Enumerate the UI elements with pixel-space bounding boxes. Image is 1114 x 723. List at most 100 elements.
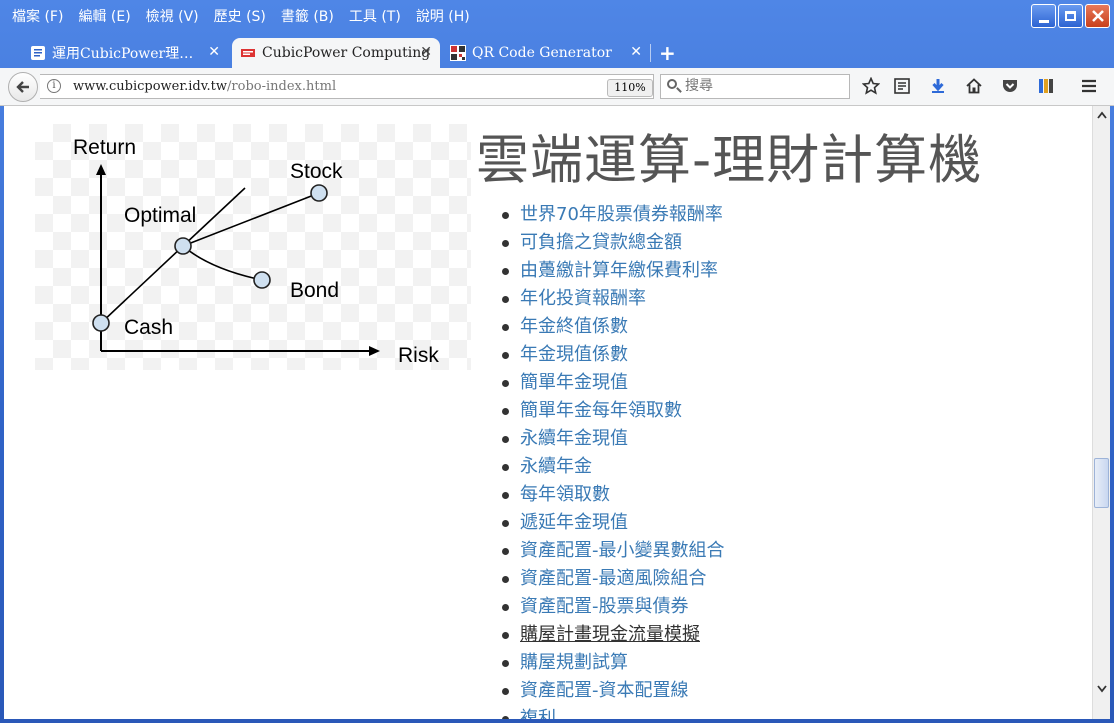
list-item: 年金現值係數 [500,341,725,369]
tab-separator [650,44,651,62]
optimal-label: Optimal [124,204,196,227]
stock-curve [182,192,320,247]
vertical-scrollbar[interactable] [1092,106,1110,719]
list-item: 年化投資報酬率 [500,285,725,313]
menu-help[interactable]: 說明 (H) [415,9,470,25]
optimal-point [174,237,192,255]
calculator-link[interactable]: 遞延年金現值 [520,512,628,533]
arrow-left-icon [16,81,29,93]
tab-close-icon[interactable]: ✕ [630,44,642,60]
document-icon [31,46,45,60]
hamburger-menu-icon[interactable] [1080,77,1098,95]
calculator-link[interactable]: 購屋規劃試算 [520,652,628,673]
navigation-toolbar: i www.cubicpower.idv.tw/robo-index.html … [0,68,1114,106]
return-axis-arrow [96,164,106,175]
menu-tools[interactable]: 工具 (T) [348,9,401,25]
cash-label: Cash [124,316,173,339]
list-item: 簡單年金每年領取數 [500,397,725,425]
menu-file[interactable]: 檔案 (F) [12,9,64,25]
scroll-down-icon[interactable] [1096,684,1108,694]
search-icon [667,79,677,89]
menu-edit[interactable]: 編輯 (E) [78,9,131,25]
info-icon[interactable]: i [47,79,61,93]
list-item: 簡單年金現值 [500,369,725,397]
tab-strip: 運用CubicPower理… ✕ CubicPower Computing ✕ … [0,36,1114,68]
list-item: 可負擔之貸款總金額 [500,229,725,257]
calculator-link-list: 世界70年股票債券報酬率可負擔之貸款總金額由躉繳計算年繳保費利率年化投資報酬率年… [500,201,725,719]
tab-close-icon[interactable]: ✕ [208,44,220,60]
calculator-link[interactable]: 永續年金現值 [520,428,628,449]
calculator-link[interactable]: 每年領取數 [520,484,610,505]
calculator-link[interactable]: 世界70年股票債券報酬率 [520,204,723,225]
minimize-button[interactable] [1031,4,1056,28]
window-controls [1031,4,1110,28]
library-icon[interactable] [1037,77,1055,95]
risk-return-diagram: Return Risk Stock Optimal Bond Cash [35,124,471,370]
bond-point [253,271,271,289]
list-item: 資產配置-股票與債券 [500,593,725,621]
list-item: 資產配置-最適風險組合 [500,565,725,593]
calculator-link[interactable]: 資產配置-資本配置線 [520,680,689,701]
tab-cubicpower-article[interactable]: 運用CubicPower理… ✕ [22,38,228,68]
stock-point [310,184,328,202]
site-favicon [241,49,255,57]
reader-list-icon[interactable] [893,77,911,95]
bond-label: Bond [290,279,339,302]
close-icon [1091,10,1104,22]
calculator-link[interactable]: 年金終值係數 [520,316,628,337]
list-item: 購屋規劃試算 [500,649,725,677]
close-window-button[interactable] [1085,4,1110,28]
calculator-link[interactable]: 資產配置-最小變異數組合 [520,540,725,561]
calculator-link[interactable]: 可負擔之貸款總金額 [520,232,682,253]
calculator-link[interactable]: 簡單年金每年領取數 [520,400,682,421]
list-item: 世界70年股票債券報酬率 [500,201,725,229]
scrollbar-thumb[interactable] [1094,458,1109,508]
list-item: 永續年金 [500,453,725,481]
calculator-link[interactable]: 年金現值係數 [520,344,628,365]
back-button[interactable] [8,72,38,102]
menu-bookmarks[interactable]: 書籤 (B) [280,9,334,25]
search-input[interactable] [685,77,845,95]
calculator-link[interactable]: 年化投資報酬率 [520,288,646,309]
qr-code-icon [450,45,466,61]
address-bar[interactable]: i www.cubicpower.idv.tw/robo-index.html … [40,74,684,99]
download-icon[interactable] [929,77,947,95]
url-host: www.cubicpower.idv.tw [73,79,228,94]
cash-point [92,314,110,332]
bond-curve [182,245,263,281]
return-label: Return [73,136,136,159]
tab-close-icon[interactable]: ✕ [420,44,432,60]
calculator-link[interactable]: 複利 [520,708,556,719]
search-bar[interactable] [660,74,850,99]
home-icon[interactable] [965,77,983,95]
page-title: 雲端運算-理財計算機 [476,130,983,191]
pocket-icon[interactable] [1001,77,1019,95]
menu-history[interactable]: 歷史 (S) [213,9,266,25]
title-bar: 檔案 (F) 編輯 (E) 檢視 (V) 歷史 (S) 書籤 (B) 工具 (T… [0,0,1114,34]
calculator-link[interactable]: 由躉繳計算年繳保費利率 [520,260,718,281]
calculator-link[interactable]: 購屋計畫現金流量模擬 [520,624,700,645]
list-item: 由躉繳計算年繳保費利率 [500,257,725,285]
list-item: 資產配置-最小變異數組合 [500,537,725,565]
list-item: 每年領取數 [500,481,725,509]
new-tab-button[interactable]: + [659,41,676,65]
menu-view[interactable]: 檢視 (V) [145,9,199,25]
list-item: 永續年金現值 [500,425,725,453]
bookmark-star-icon[interactable] [862,77,880,95]
menu-bar: 檔案 (F) 編輯 (E) 檢視 (V) 歷史 (S) 書籤 (B) 工具 (T… [6,6,479,26]
url-path: /robo-index.html [227,79,337,94]
tab-qr-code-generator[interactable]: QR Code Generator ✕ [442,38,650,68]
calculator-link[interactable]: 永續年金 [520,456,592,477]
calculator-link[interactable]: 簡單年金現值 [520,372,628,393]
calculator-link[interactable]: 資產配置-最適風險組合 [520,568,707,589]
risk-return-svg: Return Risk Stock Optimal Bond Cash [73,136,439,367]
calculator-link[interactable]: 資產配置-股票與債券 [520,596,689,617]
zoom-level-badge[interactable]: 110% [607,79,653,97]
maximize-button[interactable] [1058,4,1083,28]
tab-cubicpower-computing[interactable]: CubicPower Computing ✕ [232,38,440,68]
list-item: 年金終值係數 [500,313,725,341]
tab-label: 運用CubicPower理… [52,46,194,62]
scroll-up-icon[interactable] [1096,110,1108,120]
risk-axis-arrow [369,346,380,356]
